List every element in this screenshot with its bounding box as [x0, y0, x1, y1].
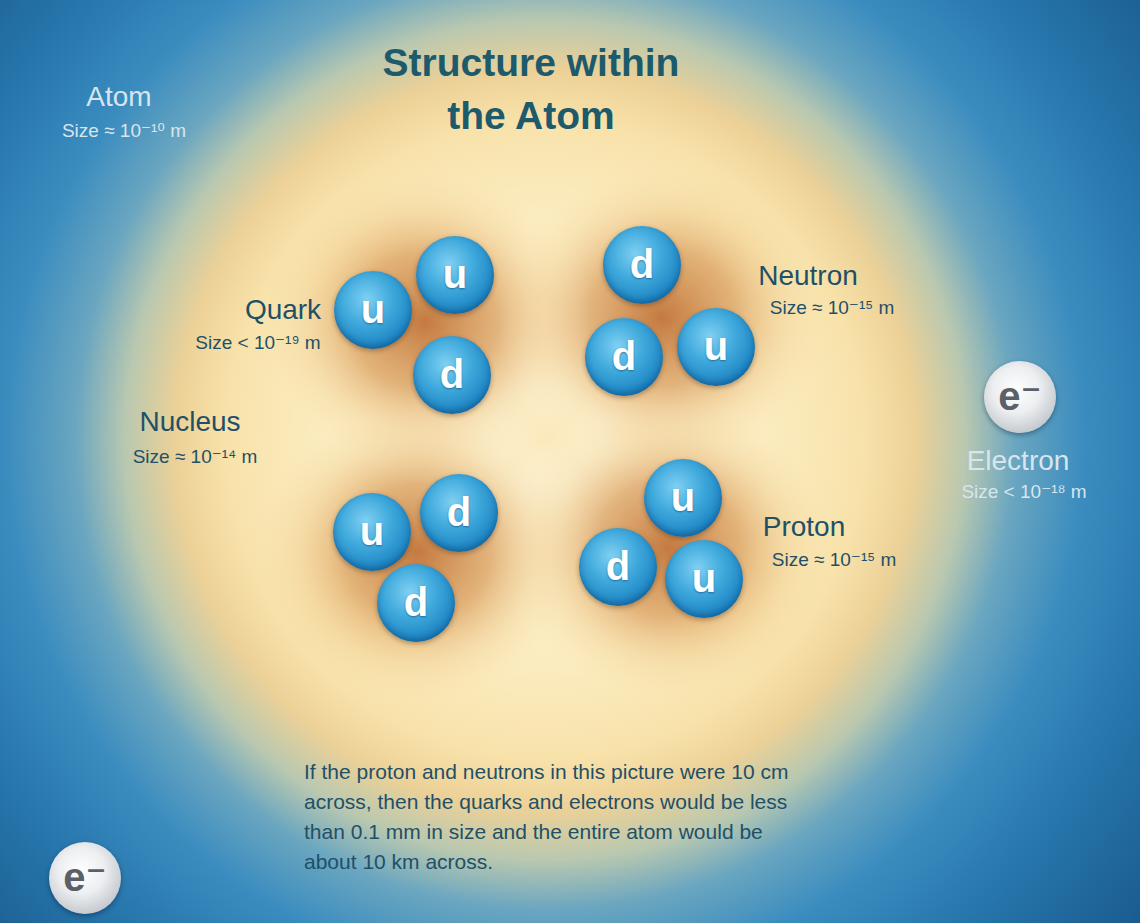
- part-name: Quark: [245, 295, 321, 326]
- quark-flavour: d: [447, 492, 471, 532]
- quark-flavour: u: [671, 477, 695, 517]
- scale-note: If the proton and neutrons in this pictu…: [304, 757, 792, 877]
- quark-sphere: u: [333, 493, 411, 571]
- part-name: Neutron: [758, 261, 858, 292]
- size-value: Size ≈ 10⁻¹⁵ m: [770, 298, 894, 319]
- quark-sphere: d: [585, 318, 663, 396]
- quark-sphere: d: [413, 336, 491, 414]
- quark-flavour: u: [704, 326, 728, 366]
- quark-sphere: u: [334, 271, 412, 349]
- part-name: Electron: [967, 446, 1070, 477]
- quark-flavour: d: [606, 546, 630, 586]
- quark-flavour: u: [361, 289, 385, 329]
- quark-flavour: d: [612, 336, 636, 376]
- part-name: Nucleus: [139, 407, 240, 438]
- quark-sphere: u: [416, 236, 494, 314]
- quark-sphere: u: [677, 308, 755, 386]
- quark-sphere: d: [579, 528, 657, 606]
- nucleus-center-highlight: [485, 380, 605, 490]
- quark-sphere: d: [603, 226, 681, 304]
- quark-sphere: u: [665, 540, 743, 618]
- electron-symbol: e⁻: [63, 857, 106, 897]
- quark-sphere: d: [377, 564, 455, 642]
- size-value: Size ≈ 10⁻¹⁰ m: [62, 121, 186, 142]
- size-value: Size < 10⁻¹⁹ m: [195, 333, 320, 354]
- part-name: Atom: [86, 82, 151, 113]
- quark-flavour: u: [692, 558, 716, 598]
- size-value: Size < 10⁻¹⁸ m: [961, 482, 1086, 503]
- quark-flavour: d: [404, 582, 428, 622]
- diagram-title: Structure within the Atom: [361, 36, 701, 142]
- quark-sphere: u: [644, 459, 722, 537]
- quark-sphere: d: [420, 474, 498, 552]
- quark-flavour: d: [630, 244, 654, 284]
- quark-flavour: u: [360, 511, 384, 551]
- electron-sphere: e⁻: [49, 842, 121, 914]
- part-name: Proton: [763, 512, 846, 543]
- quark-flavour: u: [443, 254, 467, 294]
- electron-symbol: e⁻: [998, 376, 1041, 416]
- electron-sphere: e⁻: [984, 361, 1056, 433]
- size-value: Size ≈ 10⁻¹⁵ m: [772, 550, 896, 571]
- quark-flavour: d: [440, 354, 464, 394]
- size-value: Size ≈ 10⁻¹⁴ m: [133, 447, 258, 468]
